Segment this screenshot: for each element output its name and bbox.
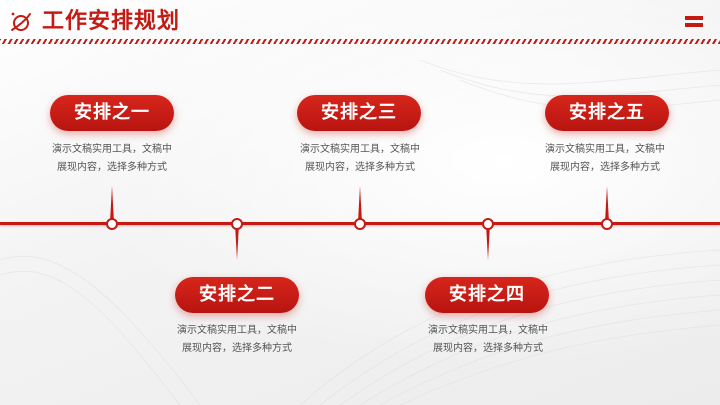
planet-icon [11,12,31,31]
page-title: 工作安排规划 [42,9,181,34]
timeline-spike-3 [357,186,362,222]
timeline-node-3 [354,218,366,230]
header: 工作安排规划 [0,0,720,44]
timeline-node-5 [601,218,613,230]
milestone-badge-1: 安排之一 [50,95,174,131]
milestone-description-3: 演示文稿实用工具，文稿中 展现内容，选择多种方式 [300,144,420,173]
timeline-spike-5 [604,186,609,222]
milestone-description-2: 演示文稿实用工具，文稿中 展现内容，选择多种方式 [177,325,297,354]
milestone-badge-3: 安排之三 [297,95,421,131]
milestone-description-5: 演示文稿实用工具，文稿中 展现内容，选择多种方式 [545,144,665,173]
milestone-description-4: 演示文稿实用工具，文稿中 展现内容，选择多种方式 [428,325,548,354]
timeline-spike-1 [109,186,114,222]
timeline-spike-2 [234,224,239,260]
milestone-badge-5: 安排之五 [545,95,669,131]
timeline-node-4 [482,218,494,230]
milestone-badge-2: 安排之二 [175,277,299,313]
milestone-description-1: 演示文稿实用工具，文稿中 展现内容，选择多种方式 [52,144,172,173]
timeline-spike-4 [485,224,490,260]
header-divider [0,39,720,44]
timeline-node-2 [231,218,243,230]
menu-icon[interactable] [685,16,703,28]
timeline-node-1 [106,218,118,230]
milestone-badge-4: 安排之四 [425,277,549,313]
